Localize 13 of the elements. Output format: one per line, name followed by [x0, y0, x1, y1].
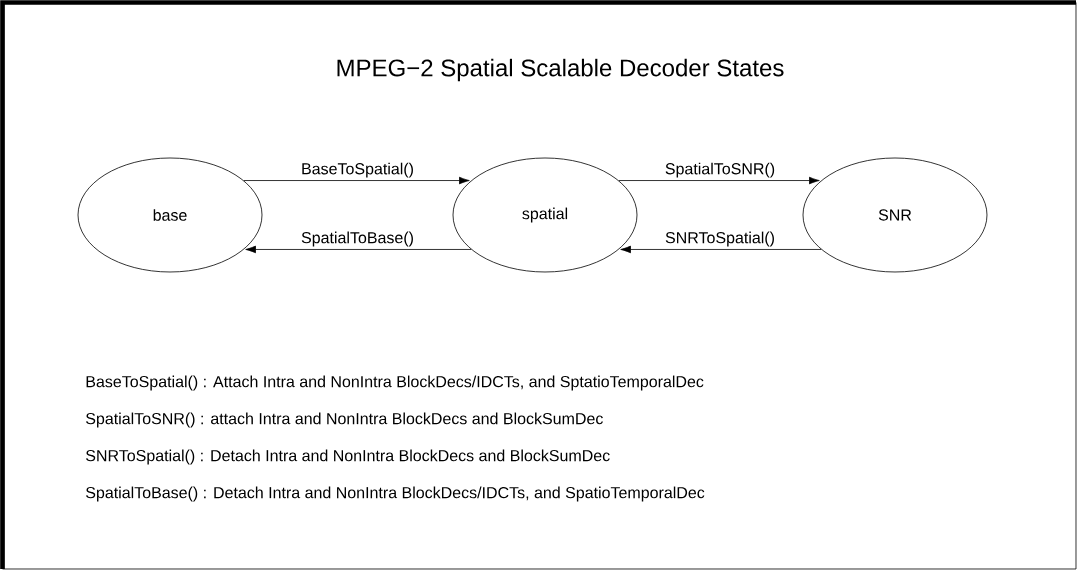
- edge-label: SpatialToBase(): [299, 230, 416, 248]
- edge-label: BaseToSpatial(): [299, 161, 416, 179]
- arrow: [620, 245, 822, 254]
- note: SpatialToSNR() : attach Intra and NonIntra BlockDecs and BlockSumDec: [86, 412, 603, 428]
- note: SNRToSpatial() : Detach Intra and NonIntra BlockDecs and BlockSumDec: [86, 449, 610, 465]
- note: SpatialToBase() : Detach Intra and NonIntra BlockDecs/IDCTs, and SpatioTemporalDec: [86, 486, 705, 502]
- arrow: [245, 245, 472, 254]
- arrow: [618, 176, 820, 185]
- arrow: [243, 176, 470, 185]
- edge-label: SpatialToSNR(): [663, 161, 777, 179]
- title: MPEG−2 Spatial Scalable Decoder States: [337, 58, 784, 82]
- edge-label: SNRToSpatial(): [663, 230, 777, 248]
- note: BaseToSpatial() : Attach Intra and NonIntra BlockDecs/IDCTs, and SptatioTemporalDec: [86, 375, 704, 391]
